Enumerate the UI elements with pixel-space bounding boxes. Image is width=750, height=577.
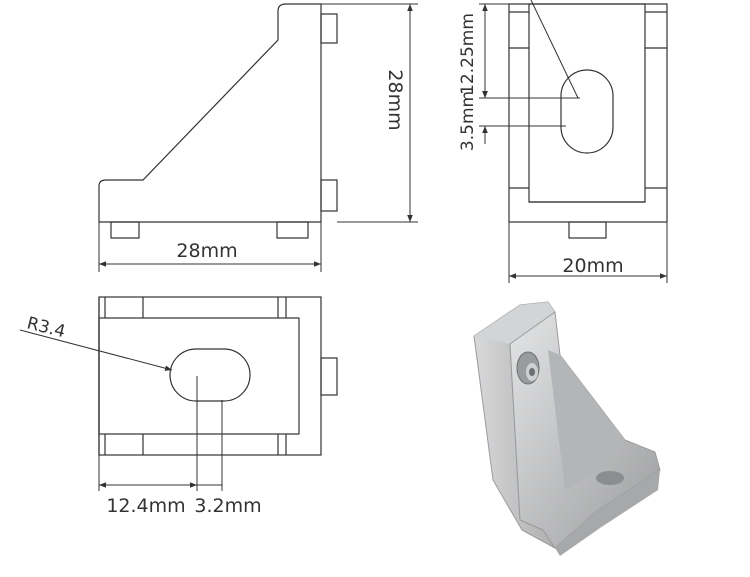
slot-offset-label: 3.5mm	[458, 91, 478, 151]
front-width-label: 20mm	[562, 255, 623, 277]
top-offset-label: 12.4mm	[106, 495, 185, 517]
top-slot-width-label: 3.2mm	[194, 495, 261, 517]
side-width-label: 28mm	[176, 240, 237, 262]
side-view: 28mm 28mm	[98, 3, 418, 272]
bracket-photo	[473, 301, 661, 556]
slot-length-label: 12.25mm	[458, 13, 478, 95]
radius-label: R3.4	[25, 313, 68, 342]
front-view: 12.25mm 3.5mm 20mm	[458, 0, 668, 283]
top-view: R3.4 12.4mm 3.2mm	[19, 296, 338, 517]
side-height-label: 28mm	[384, 69, 406, 130]
